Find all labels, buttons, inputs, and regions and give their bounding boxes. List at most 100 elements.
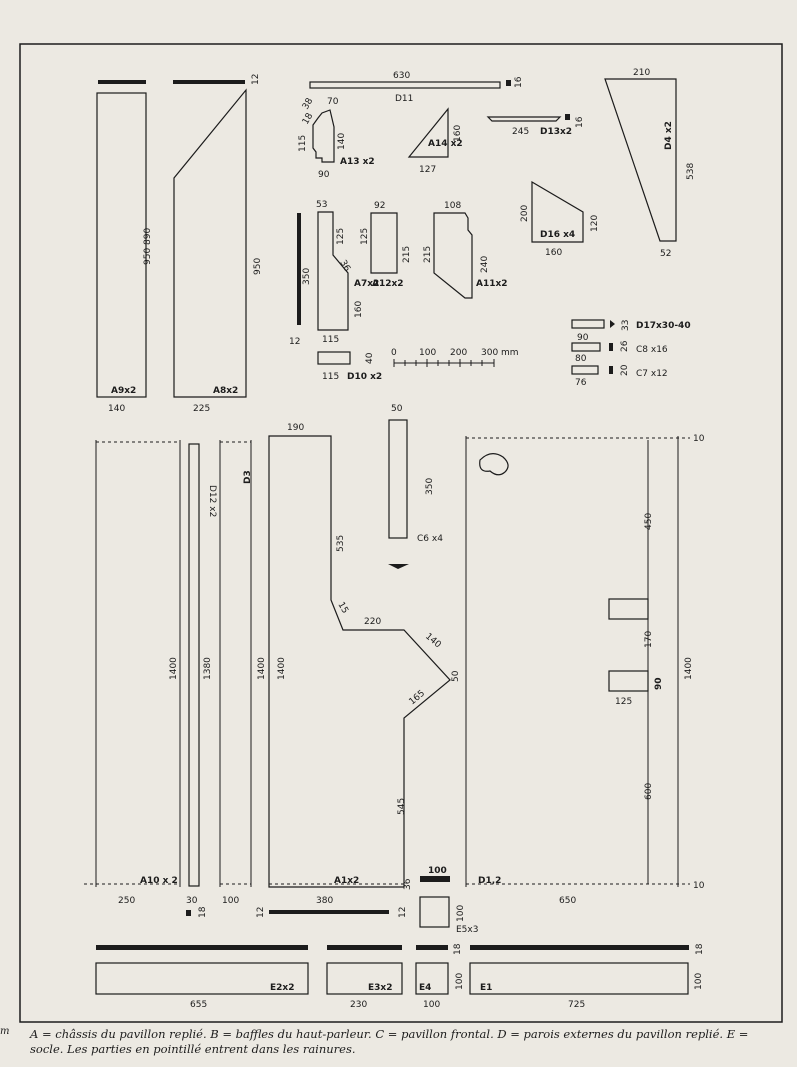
svg-text:725: 725 [568, 1000, 585, 1010]
svg-text:53: 53 [316, 200, 327, 210]
svg-text:92: 92 [374, 201, 385, 211]
svg-text:16: 16 [575, 116, 585, 128]
svg-text:70: 70 [327, 97, 339, 107]
svg-text:100: 100 [222, 896, 239, 906]
svg-text:10: 10 [693, 434, 705, 444]
piece-d3: D3 1400 100 12 [219, 440, 267, 918]
svg-text:20: 20 [620, 364, 630, 376]
svg-text:350: 350 [425, 478, 435, 495]
svg-text:225: 225 [193, 404, 210, 414]
svg-text:1400: 1400 [257, 657, 267, 680]
svg-text:190: 190 [287, 423, 304, 433]
svg-text:D16 x4: D16 x4 [540, 230, 575, 240]
svg-text:950: 950 [253, 258, 263, 275]
svg-text:950 890: 950 890 [143, 228, 153, 265]
svg-text:A8x2: A8x2 [213, 386, 238, 396]
svg-text:140: 140 [108, 404, 125, 414]
svg-text:1400: 1400 [684, 657, 694, 680]
piece-c7: 20 C7 x12 76 [571, 364, 668, 388]
svg-text:A11x2: A11x2 [476, 279, 508, 289]
svg-text:E1: E1 [480, 983, 492, 993]
svg-text:300 mm: 300 mm [481, 348, 519, 358]
svg-text:12: 12 [289, 337, 300, 347]
svg-text:12: 12 [398, 907, 408, 918]
piece-e2: E2x2 655 [95, 945, 309, 1010]
svg-text:E3x2: E3x2 [368, 983, 392, 993]
svg-text:160: 160 [453, 125, 463, 142]
svg-text:D4 x2: D4 x2 [664, 121, 674, 150]
piece-a10: 1400 A10 x 2 250 [84, 440, 181, 906]
svg-text:A7x2: A7x2 [354, 279, 379, 289]
svg-text:245: 245 [512, 127, 529, 137]
svg-text:535: 535 [336, 535, 346, 552]
svg-text:350: 350 [302, 268, 312, 285]
svg-text:215: 215 [423, 246, 433, 263]
svg-text:545: 545 [397, 798, 407, 815]
svg-text:1400: 1400 [169, 657, 179, 680]
svg-text:E5x3: E5x3 [456, 925, 478, 935]
svg-text:C6 x4: C6 x4 [417, 534, 443, 544]
diagram-frame [19, 43, 783, 1023]
svg-text:100: 100 [419, 348, 436, 358]
piece-c6: 50 350 C6 x4 [388, 404, 443, 569]
figure-caption: A = châssis du pavillon replié. B = baff… [30, 1027, 749, 1056]
svg-text:140: 140 [337, 133, 347, 150]
svg-text:D10 x2: D10 x2 [347, 372, 382, 382]
piece-a9: 950 890 A9x2 140 [96, 80, 153, 414]
svg-text:125: 125 [336, 228, 346, 245]
svg-text:230: 230 [350, 1000, 367, 1010]
svg-text:630: 630 [393, 71, 410, 81]
svg-text:A14 x2: A14 x2 [428, 139, 463, 149]
svg-text:450: 450 [644, 513, 654, 530]
svg-text:200: 200 [520, 205, 530, 222]
svg-text:1380: 1380 [203, 657, 213, 680]
svg-text:115: 115 [322, 372, 339, 382]
svg-text:1400: 1400 [277, 657, 287, 680]
piece-a14: A14 x2 160 127 [407, 107, 463, 175]
svg-text:26: 26 [620, 340, 630, 352]
edge-mark: m [0, 1026, 10, 1037]
svg-text:600: 600 [644, 783, 654, 800]
svg-text:160: 160 [545, 248, 562, 258]
svg-text:165: 165 [408, 689, 428, 708]
svg-text:380: 380 [316, 896, 333, 906]
svg-text:D1,2: D1,2 [478, 876, 501, 886]
piece-e1: 18 18 E1 100 725 [453, 943, 705, 1010]
svg-text:A12x2: A12x2 [372, 279, 404, 289]
piece-d17: 33 D17x30-40 90 [571, 319, 691, 343]
svg-text:D17x30-40: D17x30-40 [636, 321, 691, 331]
piece-d11: 630 D11 16 [309, 71, 524, 104]
svg-text:90: 90 [318, 170, 330, 180]
svg-text:12: 12 [251, 74, 261, 85]
cutting-plan-diagram: 950 890 A9x2 140 12 950 A8x2 225 630 D11… [19, 43, 783, 1023]
svg-text:36: 36 [337, 259, 352, 274]
svg-text:18: 18 [198, 906, 208, 918]
scale-bar: 0 100 200 300 mm [391, 348, 519, 367]
piece-e3: E3x2 230 [326, 945, 403, 1010]
svg-text:90: 90 [577, 333, 589, 343]
svg-text:38: 38 [301, 96, 316, 111]
svg-text:D12 x2: D12 x2 [207, 485, 217, 517]
svg-text:A13 x2: A13 x2 [340, 157, 375, 167]
piece-a1: 190 1400 535 15 220 140 50 165 545 A1x2 … [268, 423, 461, 918]
svg-text:D3: D3 [243, 470, 253, 484]
svg-text:50: 50 [451, 670, 461, 682]
svg-text:A9x2: A9x2 [111, 386, 136, 396]
svg-text:240: 240 [480, 256, 490, 273]
piece-c8: 26 C8 x16 80 [571, 340, 668, 364]
svg-text:D11: D11 [395, 94, 413, 104]
svg-text:10: 10 [693, 881, 705, 891]
svg-text:100: 100 [428, 866, 447, 876]
svg-text:220: 220 [364, 617, 381, 627]
svg-text:120: 120 [590, 215, 600, 232]
handle-slot [479, 453, 509, 476]
svg-text:115: 115 [298, 135, 308, 152]
svg-text:127: 127 [419, 165, 436, 175]
svg-text:100: 100 [456, 905, 466, 922]
svg-text:C8 x16: C8 x16 [636, 345, 668, 355]
svg-text:30: 30 [186, 896, 198, 906]
svg-text:210: 210 [633, 68, 650, 78]
svg-text:100: 100 [694, 973, 704, 990]
svg-text:36: 36 [403, 878, 413, 890]
svg-text:100: 100 [423, 1000, 440, 1010]
